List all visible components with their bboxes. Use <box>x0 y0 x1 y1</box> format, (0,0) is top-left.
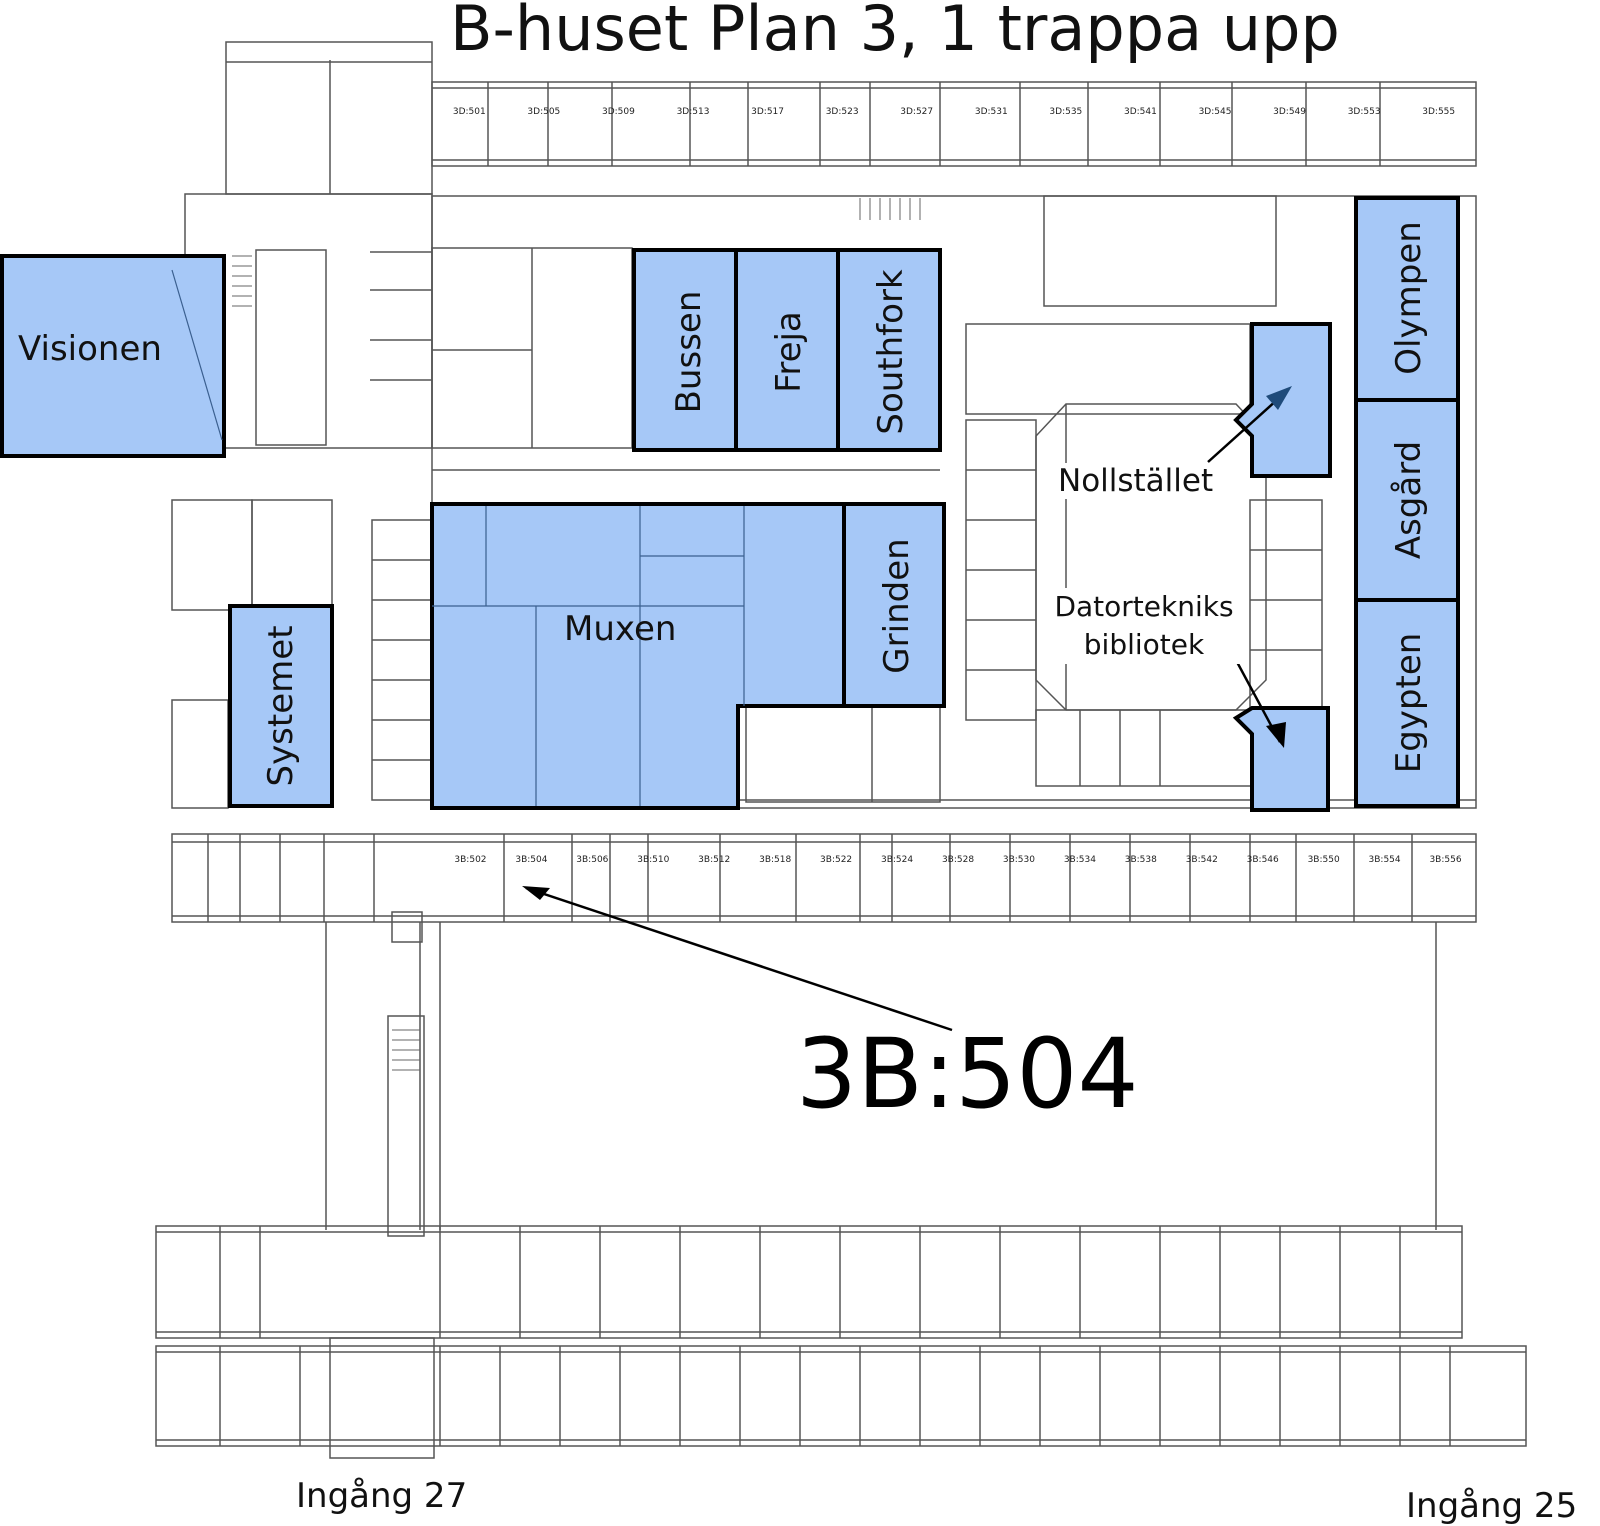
label-egypten: Egypten <box>1389 633 1429 774</box>
datortekniks-line1: Datortekniks <box>1054 590 1234 623</box>
bottom-room-number: 3B:504 <box>515 855 547 865</box>
label-grinden: Grinden <box>877 538 917 673</box>
label-3b504: 3B:504 <box>796 1018 1139 1130</box>
label-olympen: Olympen <box>1389 221 1429 375</box>
label-southfork: Southfork <box>871 269 911 435</box>
bottom-room-number: 3B:502 <box>454 855 486 865</box>
bottom-room-number: 3B:538 <box>1125 855 1157 865</box>
bibliotek-arrow-icon <box>1266 722 1286 748</box>
room-muxen <box>430 502 846 810</box>
bottom-room-number: 3B:534 <box>1064 855 1096 865</box>
top-room-number: 3D:517 <box>751 107 784 117</box>
bottom-room-number: 3B:506 <box>576 855 608 865</box>
bottom-room-number: 3B:556 <box>1429 855 1461 865</box>
room-freja <box>734 248 840 452</box>
top-room-number: 3D:531 <box>975 107 1008 117</box>
room-visionen <box>0 254 226 458</box>
floor-plan-walls <box>155 41 1527 1459</box>
bottom-room-number: 3B:518 <box>759 855 791 865</box>
bottom-room-number: 3B:546 <box>1247 855 1279 865</box>
room-asgard <box>1354 398 1460 602</box>
label-asgard: Asgård <box>1389 441 1429 559</box>
top-room-number: 3D:523 <box>826 107 859 117</box>
label-freja: Freja <box>769 311 809 393</box>
bottom-room-number: 3B:512 <box>698 855 730 865</box>
room-olympen <box>1354 196 1460 402</box>
room-southfork <box>836 248 942 452</box>
bottom-room-number: 3B:510 <box>637 855 669 865</box>
datortekniks-line2: bibliotek <box>1083 628 1205 661</box>
room-egypten <box>1354 598 1460 808</box>
page-title: B-huset Plan 3, 1 trappa upp <box>450 0 1340 65</box>
top-room-numbers: 3D:501 3D:505 3D:509 3D:513 3D:517 3D:523 3D:5… <box>453 107 1455 117</box>
nollstallet-arrow-icon <box>1266 386 1292 410</box>
top-room-number: 3D:527 <box>900 107 933 117</box>
label-visionen: Visionen <box>18 329 162 369</box>
label-datortekniks-bibliotek: Datortekniks bibliotek <box>1046 588 1242 664</box>
top-room-number: 3D:549 <box>1273 107 1306 117</box>
top-room-number: 3D:545 <box>1199 107 1232 117</box>
bottom-room-number: 3B:524 <box>881 855 913 865</box>
bottom-room-number: 3B:550 <box>1308 855 1340 865</box>
top-room-number: 3D:535 <box>1049 107 1082 117</box>
label-ingang-25: Ingång 25 <box>1406 1486 1578 1526</box>
bottom-room-number: 3B:554 <box>1369 855 1401 865</box>
top-room-number: 3D:513 <box>677 107 710 117</box>
bottom-room-number: 3B:542 <box>1186 855 1218 865</box>
top-room-number: 3D:501 <box>453 107 486 117</box>
top-room-number: 3D:553 <box>1348 107 1381 117</box>
top-room-number: 3D:541 <box>1124 107 1157 117</box>
bottom-room-numbers: 3B:502 3B:504 3B:506 3B:510 3B:512 3B:518 3B:5… <box>454 855 1461 865</box>
room-arrow-icon <box>522 886 550 900</box>
highlighted-rooms <box>0 196 1460 812</box>
bottom-room-number: 3B:522 <box>820 855 852 865</box>
bottom-room-number: 3B:528 <box>942 855 974 865</box>
room-systemet <box>228 604 334 808</box>
label-systemet: Systemet <box>261 625 301 786</box>
room-datortekniks-bibliotek <box>1232 706 1330 812</box>
bottom-room-number: 3B:530 <box>1003 855 1035 865</box>
highlight-interior-walls <box>171 269 745 806</box>
room-grinden <box>842 502 946 708</box>
label-muxen: Muxen <box>564 609 676 649</box>
label-ingang-27: Ingång 27 <box>296 1476 468 1516</box>
top-room-number: 3D:505 <box>527 107 560 117</box>
label-nollstallet: Nollstället <box>1056 463 1216 499</box>
top-room-number: 3D:509 <box>602 107 635 117</box>
label-bussen: Bussen <box>669 291 709 414</box>
top-room-number: 3D:555 <box>1422 107 1455 117</box>
